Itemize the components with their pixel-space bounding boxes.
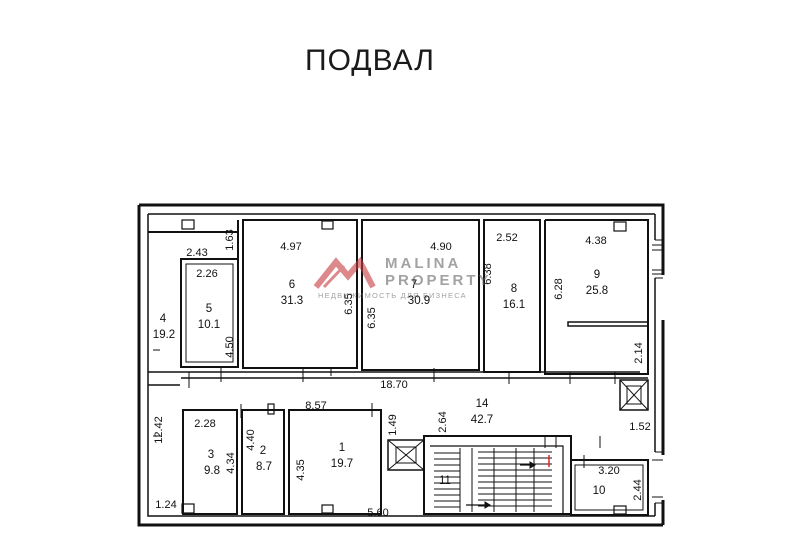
dimension-label: 3.20 xyxy=(598,465,619,477)
room-number: 14 xyxy=(476,398,489,410)
dimension-label: 4.97 xyxy=(280,241,301,253)
room-area: 25.8 xyxy=(586,285,608,297)
room-number: 10 xyxy=(593,485,606,497)
dimension-label: 2.28 xyxy=(194,418,215,430)
room-area: 16.1 xyxy=(503,299,525,311)
room-area: 19.2 xyxy=(153,329,175,341)
dimension-label: 6.28 xyxy=(553,278,565,299)
room-area: 42.7 xyxy=(471,414,493,426)
dimension-label: 18.70 xyxy=(380,379,408,391)
room-number: 6 xyxy=(289,279,295,291)
room-area: 31.3 xyxy=(281,295,303,307)
room-number: 5 xyxy=(206,303,212,315)
staircase xyxy=(434,448,552,512)
dimension-label: 4.34 xyxy=(225,452,237,473)
dimension-label: 5.60 xyxy=(367,507,388,519)
room-area: 30.9 xyxy=(408,295,430,307)
outer-walls xyxy=(137,203,665,527)
door-openings xyxy=(153,349,616,468)
ventilation-shafts xyxy=(387,379,649,471)
dimension-label: 8.57 xyxy=(305,400,326,412)
dimension-label: 1.63 xyxy=(224,229,236,250)
dimension-label: 6.35 xyxy=(366,307,378,328)
room-area: 8.7 xyxy=(256,461,272,473)
dimension-label: 4.90 xyxy=(430,241,451,253)
watermark-tagline: НЕДВИЖИМОСТЬ ДЛЯ БИЗНЕСА xyxy=(318,291,467,300)
plan-title: ПОДВАЛ xyxy=(305,44,435,77)
room-number: 2 xyxy=(260,445,266,457)
dimension-label: 1.24 xyxy=(155,499,176,511)
room-area: 9.8 xyxy=(204,465,220,477)
room-number: 7 xyxy=(411,279,417,291)
room-area: 10.1 xyxy=(198,319,220,331)
room-partitions xyxy=(148,219,649,516)
dimension-label: 2.52 xyxy=(496,232,517,244)
room-number: 8 xyxy=(511,283,517,295)
room-number: 4 xyxy=(160,313,167,325)
dimension-label: 4.50 xyxy=(224,336,236,357)
dimension-label: 2.14 xyxy=(633,342,645,363)
room-labels: 6 31.3 7 30.9 8 16.1 9 25.8 5 10.1 4 19.… xyxy=(153,269,608,497)
dimension-label: 2.26 xyxy=(196,268,217,280)
dimension-label: 4.35 xyxy=(295,459,307,480)
dimension-label: 2.43 xyxy=(186,247,207,259)
watermark-brand-line1: MALINA xyxy=(385,255,461,272)
dimension-label: 1.52 xyxy=(629,421,650,433)
room-area: 19.7 xyxy=(331,458,353,470)
dimension-labels: 2.43 4.97 4.90 2.52 4.38 2.26 18.70 8.57… xyxy=(155,232,650,519)
dimension-label: 6.35 xyxy=(343,293,355,314)
vertical-dimension-labels: 1.63 6.35 6.35 6.38 6.28 4.50 2.14 4.40 … xyxy=(153,229,645,500)
watermark-brand-line2: PROPERTY xyxy=(385,272,492,289)
watermark-logo: MALINA PROPERTY НЕДВИЖИМОСТЬ ДЛЯ БИЗНЕСА xyxy=(313,255,492,300)
room-number: 9 xyxy=(594,269,600,281)
dimension-label: 1.49 xyxy=(387,414,399,435)
dimension-label: 12.42 xyxy=(153,416,165,444)
dimension-label: 2.64 xyxy=(437,411,449,432)
dimension-label: 4.38 xyxy=(585,235,606,247)
fixtures xyxy=(181,219,627,515)
room-number: 11 xyxy=(439,475,451,487)
dimension-label: 2.44 xyxy=(632,479,644,500)
dimension-label: 6.38 xyxy=(482,263,494,284)
room-number: 3 xyxy=(208,449,214,461)
dimension-label: 4.40 xyxy=(245,429,257,450)
room-number: 1 xyxy=(339,442,345,454)
